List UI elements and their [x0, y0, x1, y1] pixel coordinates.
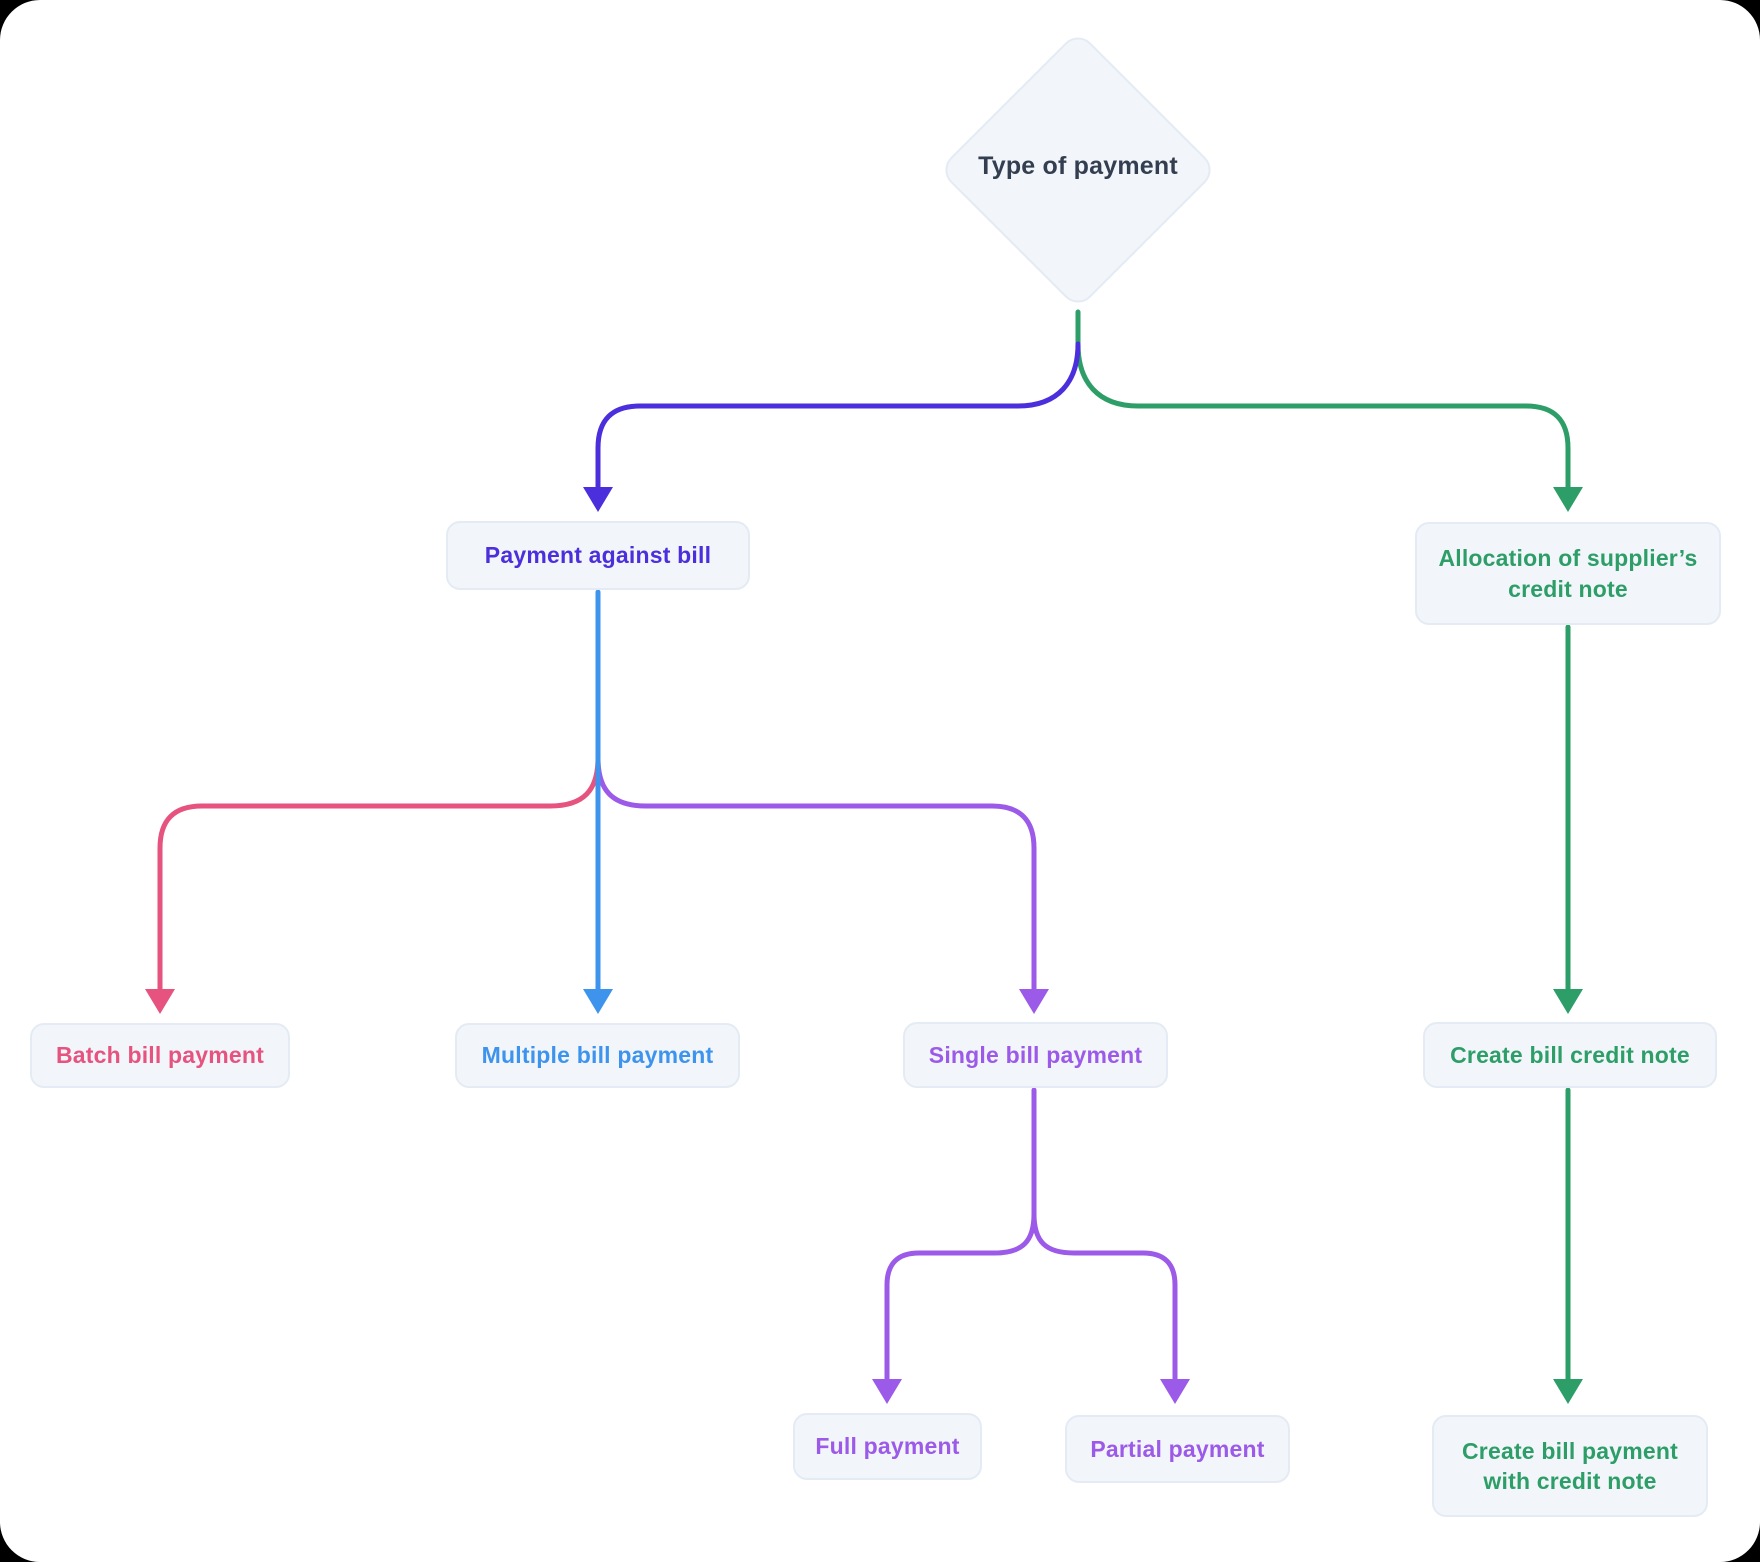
arrowhead-full-payment: [872, 1379, 902, 1404]
node-single-bill-payment: Single bill payment: [903, 1022, 1168, 1088]
arrowhead-partial-payment: [1160, 1379, 1190, 1404]
edge-payment-against-bill-to-batch: [157, 755, 601, 999]
node-type-of-payment: Type of payment: [978, 152, 1178, 180]
edge-payment-against-bill-to-single: [595, 755, 1037, 999]
arrowhead-multiple-bill-payment: [583, 989, 613, 1014]
edge-single-to-partial-payment: [1031, 1211, 1178, 1389]
arrowhead-allocation-credit-note: [1553, 487, 1583, 512]
arrowhead-payment-against-bill: [583, 487, 613, 512]
edge-root-to-payment-against-bill: [595, 341, 1081, 497]
edge-single-to-full-payment: [884, 1211, 1037, 1389]
node-batch-bill-payment: Batch bill payment: [30, 1023, 290, 1088]
node-create-bill-credit-note: Create bill credit note: [1423, 1022, 1717, 1088]
arrowhead-single-bill-payment: [1019, 989, 1049, 1014]
node-partial-payment: Partial payment: [1065, 1415, 1290, 1483]
node-full-payment: Full payment: [793, 1413, 982, 1480]
arrowhead-create-bill-credit-note: [1553, 989, 1583, 1014]
edge-root-to-allocation-credit-note: [1075, 309, 1571, 497]
node-allocation-credit-note: Allocation of supplier’s credit note: [1415, 522, 1721, 625]
arrowhead-batch-bill-payment: [145, 989, 175, 1014]
arrowhead-create-bill-payment-credit-note: [1553, 1379, 1583, 1404]
node-payment-against-bill: Payment against bill: [446, 521, 750, 590]
node-create-bill-payment-credit-note: Create bill payment with credit note: [1432, 1415, 1708, 1517]
node-multiple-bill-payment: Multiple bill payment: [455, 1023, 740, 1088]
